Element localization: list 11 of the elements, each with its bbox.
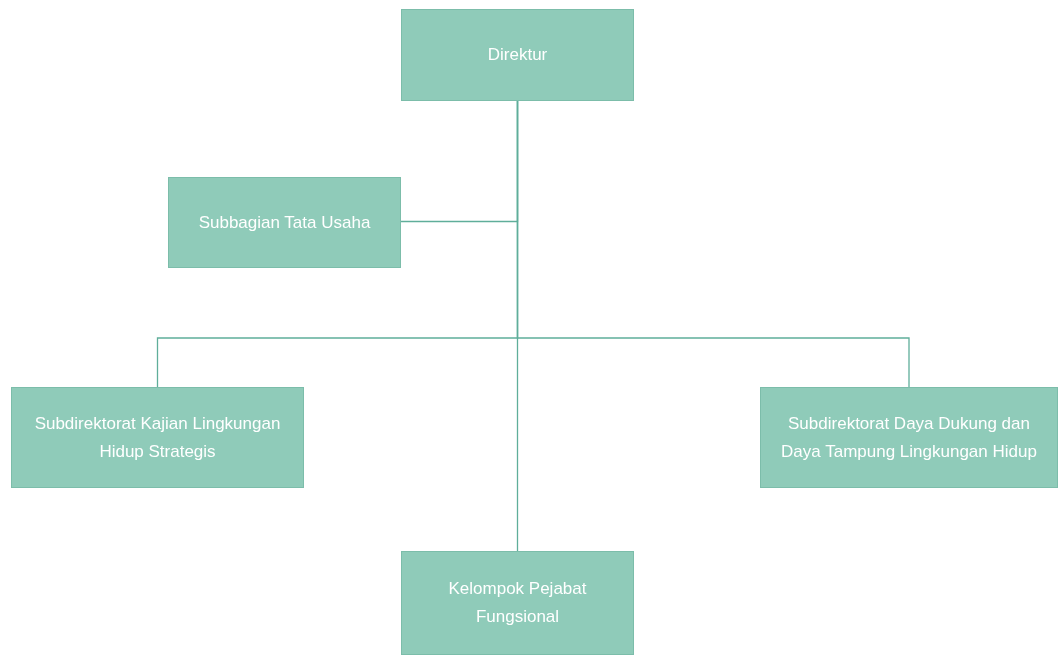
unit-name: Kelompok Pejabat Fungsional — [447, 578, 588, 628]
org-box — [401, 551, 634, 655]
unit-name: Subdirektorat Kajian Lingkungan Hidup Strategis — [33, 412, 282, 463]
unit-name: Subbagian Tata Usaha — [198, 211, 371, 234]
org-box — [401, 9, 634, 101]
unit-name: Subdirektorat Daya Dukung dan Daya Tampung Lingkungan Hidup — [780, 412, 1038, 463]
connector-line — [516, 100, 519, 552]
org-box — [168, 177, 401, 268]
unit-name: Direktur — [487, 44, 548, 66]
org-box — [760, 387, 1058, 488]
org-box — [11, 387, 304, 488]
